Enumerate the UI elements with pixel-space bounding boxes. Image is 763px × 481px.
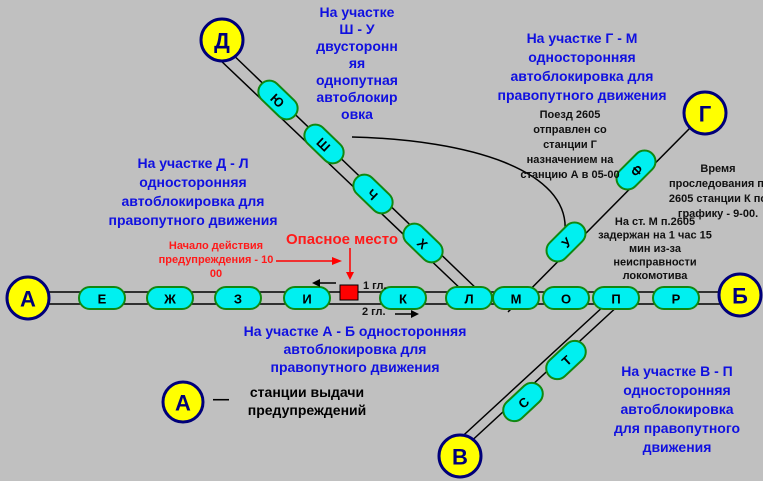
station-circle	[199, 17, 245, 63]
station-g[interactable]: Г	[682, 90, 728, 136]
stop-oval[interactable]: З	[214, 286, 262, 310]
stop-shape	[352, 173, 394, 215]
stop-oval[interactable]: Л	[445, 286, 493, 310]
stop-label: Р	[672, 292, 681, 307]
station-circle	[682, 90, 728, 136]
stop-shape	[146, 286, 194, 310]
track2-label: 2 гл.	[362, 306, 386, 318]
station-d[interactable]: Д	[199, 17, 245, 63]
stop-shape	[492, 286, 540, 310]
stop-oval[interactable]: Ж	[146, 286, 194, 310]
stop-oval[interactable]: И	[283, 286, 331, 310]
stop-label: К	[399, 292, 407, 307]
stop-oval[interactable]: П	[592, 286, 640, 310]
track1-label: 1 гл.	[363, 280, 387, 292]
stop-oval[interactable]: У	[542, 218, 590, 266]
station-circle	[5, 275, 51, 321]
note-pointer-curve	[351, 136, 566, 233]
stop-shape	[402, 222, 444, 264]
station-letter: А	[20, 287, 36, 312]
stop-oval[interactable]: Ш	[300, 120, 348, 168]
stop-label: Е	[98, 292, 107, 307]
stop-label: П	[611, 292, 620, 307]
stop-label: О	[561, 292, 571, 307]
stop-label: З	[234, 292, 242, 307]
danger-spot-marker	[339, 284, 359, 301]
stop-oval[interactable]: К	[379, 286, 427, 310]
legend-dash: —	[213, 391, 229, 408]
stop-shape	[592, 286, 640, 310]
stop-oval[interactable]: С	[499, 378, 548, 425]
stop-shape	[545, 339, 587, 381]
stop-shape	[303, 123, 345, 165]
stop-oval[interactable]: Ф	[612, 146, 660, 194]
stop-shape	[545, 221, 587, 263]
station-b[interactable]: Б	[717, 272, 763, 318]
stop-oval[interactable]: Ю	[254, 76, 302, 124]
station-circle	[717, 272, 763, 318]
stop-shape	[257, 79, 299, 121]
station-letter: Б	[732, 284, 748, 309]
stop-label: Ж	[163, 292, 176, 307]
danger-title: Опасное место	[286, 231, 398, 248]
legend-station-letter: А	[175, 391, 191, 416]
stop-shape	[615, 149, 657, 191]
station-v[interactable]: В	[437, 433, 483, 479]
legend-station-icon	[161, 380, 205, 424]
stop-shape	[78, 286, 126, 310]
stop-label: М	[511, 292, 522, 307]
stop-shape	[502, 381, 544, 423]
station-letter: Г	[699, 102, 712, 127]
station-letter: Д	[214, 29, 230, 54]
stop-oval[interactable]: О	[542, 286, 590, 310]
stop-shape	[379, 286, 427, 310]
stop-oval[interactable]: Т	[542, 336, 591, 383]
stop-oval[interactable]: Р	[652, 286, 700, 310]
stop-label: И	[302, 292, 311, 307]
station-a[interactable]: А	[5, 275, 51, 321]
stop-label: Л	[464, 292, 473, 307]
station-letter: В	[452, 445, 468, 470]
stop-shape	[542, 286, 590, 310]
station-circle	[437, 433, 483, 479]
stop-shape	[214, 286, 262, 310]
stop-oval[interactable]: Ч	[349, 170, 397, 218]
stop-oval[interactable]: Е	[78, 286, 126, 310]
stop-shape	[652, 286, 700, 310]
stop-oval[interactable]: Х	[399, 219, 447, 267]
stop-shape	[283, 286, 331, 310]
stop-oval[interactable]: М	[492, 286, 540, 310]
